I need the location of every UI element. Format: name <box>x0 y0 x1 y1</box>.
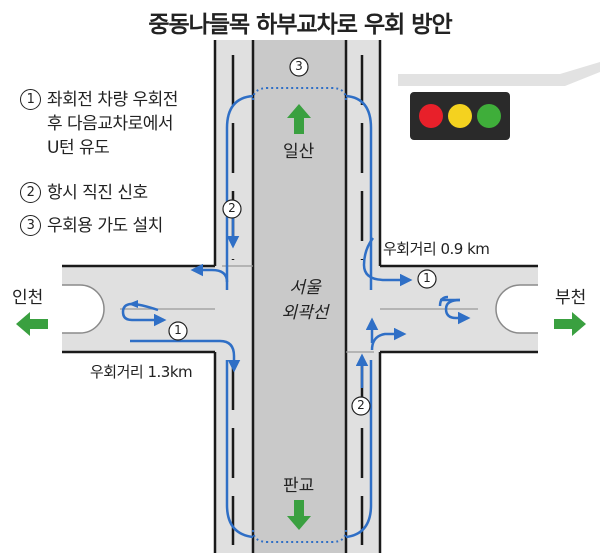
east-distance-label: 우회거리 0.9 km <box>383 240 490 258</box>
page-title: 중동나들목 하부교차로 우회 방안 <box>148 12 452 38</box>
marker-one-west: 1 <box>174 323 182 337</box>
place-west: 인천 <box>12 288 44 308</box>
marker-two-north: 2 <box>228 201 236 215</box>
center-road-label-1: 서울 <box>289 278 321 298</box>
bypass-north <box>252 87 347 101</box>
center-road-label-2: 외곽선 <box>281 303 329 323</box>
marker-two-south: 2 <box>357 398 365 412</box>
green-arrows <box>16 104 586 530</box>
legend-number: 3 <box>20 215 41 236</box>
east-uturn-island <box>495 284 538 334</box>
marker-three: 3 <box>295 59 303 73</box>
traffic-signal <box>398 62 600 140</box>
legend-line: 항시 직진 신호 <box>47 183 148 203</box>
west-uturn-island <box>62 284 105 334</box>
legend-line: 우회용 가도 설치 <box>47 216 163 236</box>
green-light <box>477 104 501 128</box>
place-north: 일산 <box>283 142 315 162</box>
place-south: 판교 <box>283 476 315 496</box>
legend-line: 후 다음교차로에서 <box>47 114 174 134</box>
legend-number: 2 <box>20 182 41 203</box>
legend-item-2: 2 항시 직진 신호 <box>20 181 148 205</box>
place-east: 부천 <box>555 288 587 308</box>
road-edges <box>62 40 538 553</box>
marker-one-east: 1 <box>423 271 431 285</box>
legend-item-3: 3 우회용 가도 설치 <box>20 214 163 238</box>
red-light <box>419 104 443 128</box>
legend-number: 1 <box>20 89 41 110</box>
yellow-light <box>448 104 472 128</box>
route-lines <box>121 94 471 539</box>
west-distance-label: 우회거리 1.3km <box>90 363 193 381</box>
legend-line: 좌회전 차량 우회전 <box>47 90 178 110</box>
legend-line: U턴 유도 <box>47 138 110 158</box>
bypass-south <box>252 529 347 543</box>
